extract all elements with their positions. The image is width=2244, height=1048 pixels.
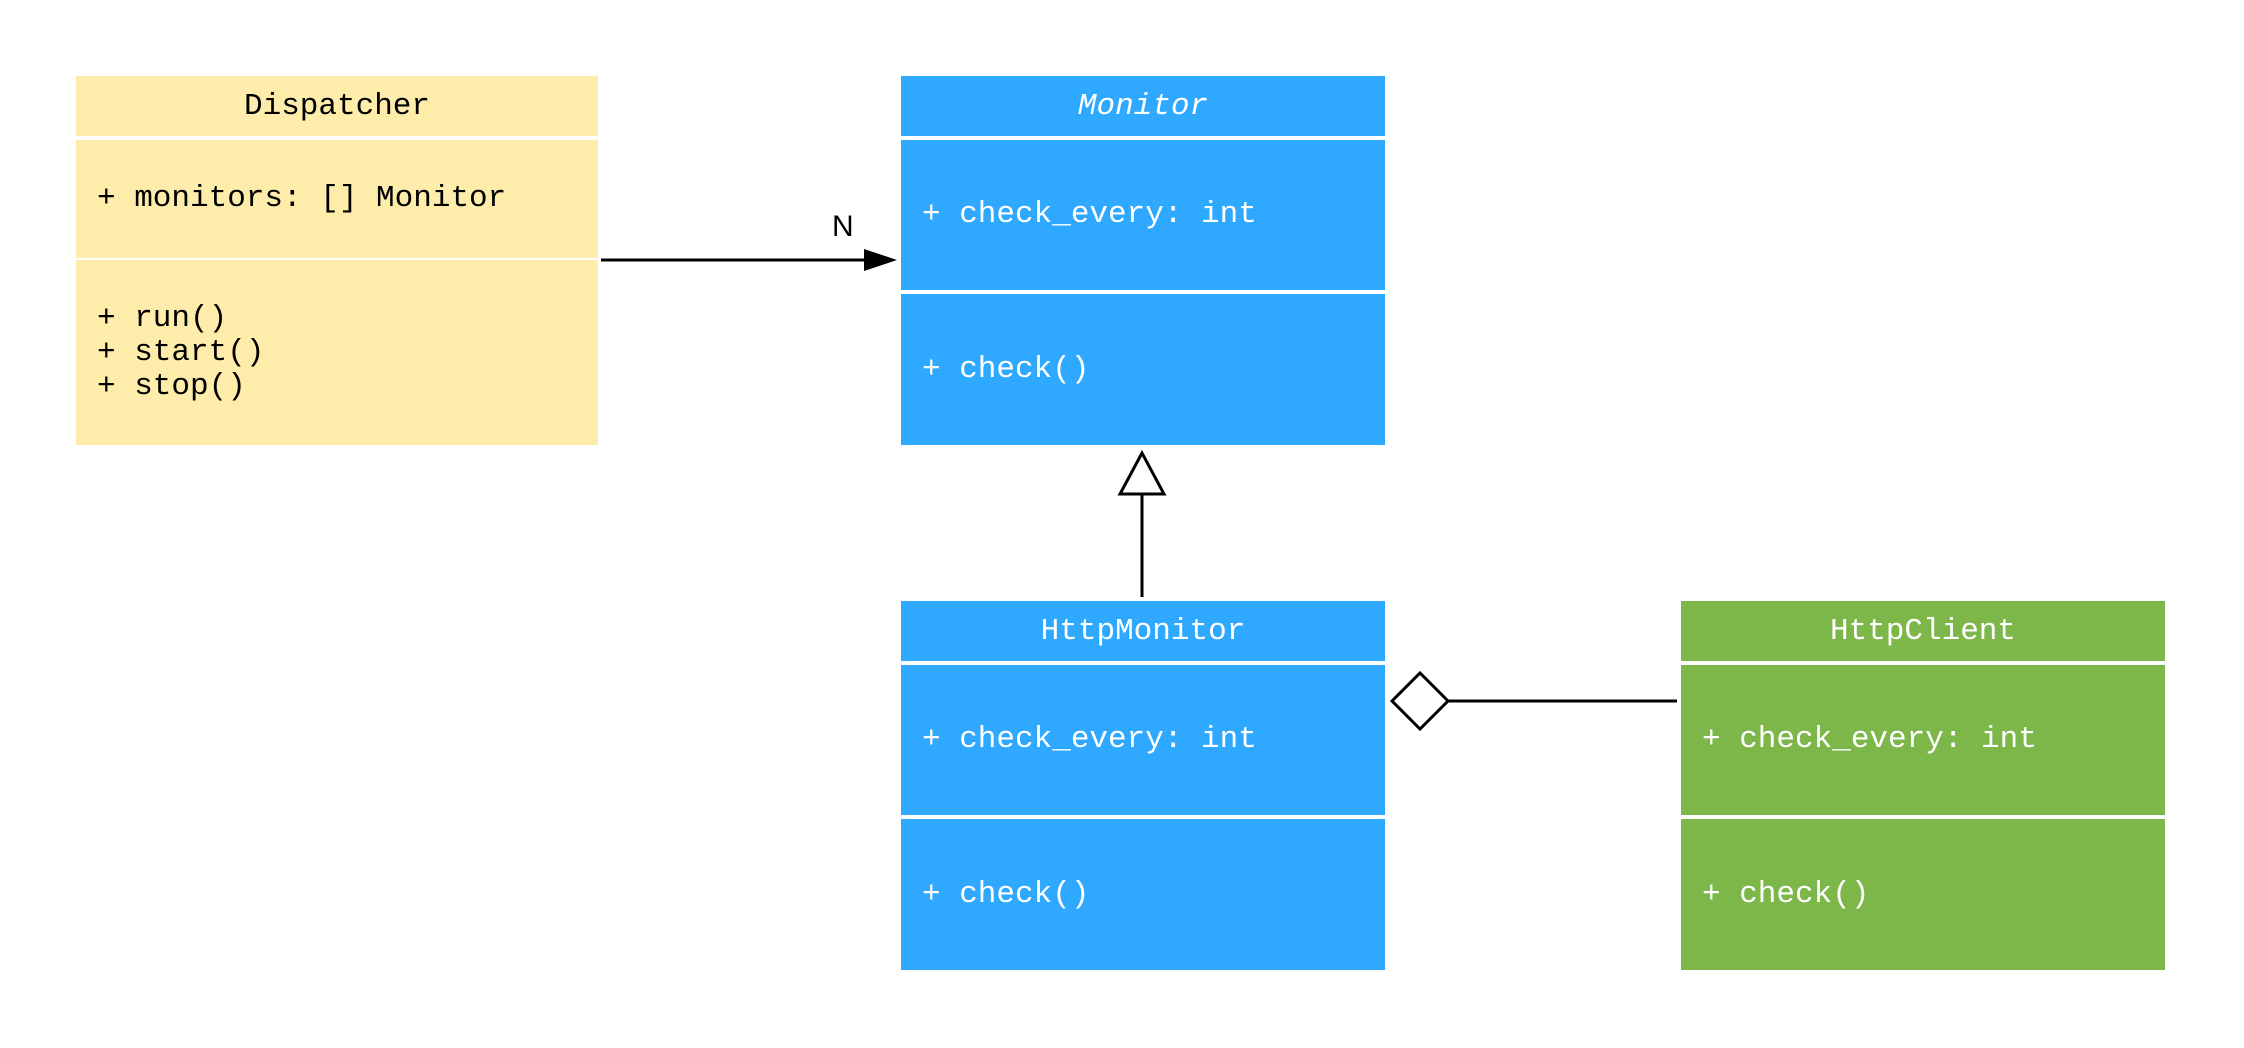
inheritance-arrow <box>1117 449 1167 597</box>
class-monitor[interactable]: Monitor + check_every: int + check() <box>901 76 1385 445</box>
class-http-client[interactable]: HttpClient + check_every: int + check() <box>1681 601 2165 970</box>
class-name: Dispatcher <box>76 76 598 136</box>
aggregation-connector <box>1389 670 1677 732</box>
class-attributes: + check_every: int <box>901 140 1385 290</box>
class-methods: + check() <box>901 819 1385 970</box>
class-name: HttpMonitor <box>901 601 1385 661</box>
multiplicity-label: N <box>832 210 854 243</box>
class-attributes: + check_every: int <box>901 665 1385 815</box>
class-name: Monitor <box>901 76 1385 136</box>
class-methods: + check() <box>901 294 1385 445</box>
class-attributes: + check_every: int <box>1681 665 2165 815</box>
class-methods: + check() <box>1681 819 2165 970</box>
class-methods: + run() + start() + stop() <box>76 260 598 445</box>
class-attributes: + monitors: [] Monitor <box>76 140 598 258</box>
class-dispatcher[interactable]: Dispatcher + monitors: [] Monitor + run(… <box>76 76 598 445</box>
class-http-monitor[interactable]: HttpMonitor + check_every: int + check() <box>901 601 1385 970</box>
class-name: HttpClient <box>1681 601 2165 661</box>
association-arrow <box>601 249 897 271</box>
